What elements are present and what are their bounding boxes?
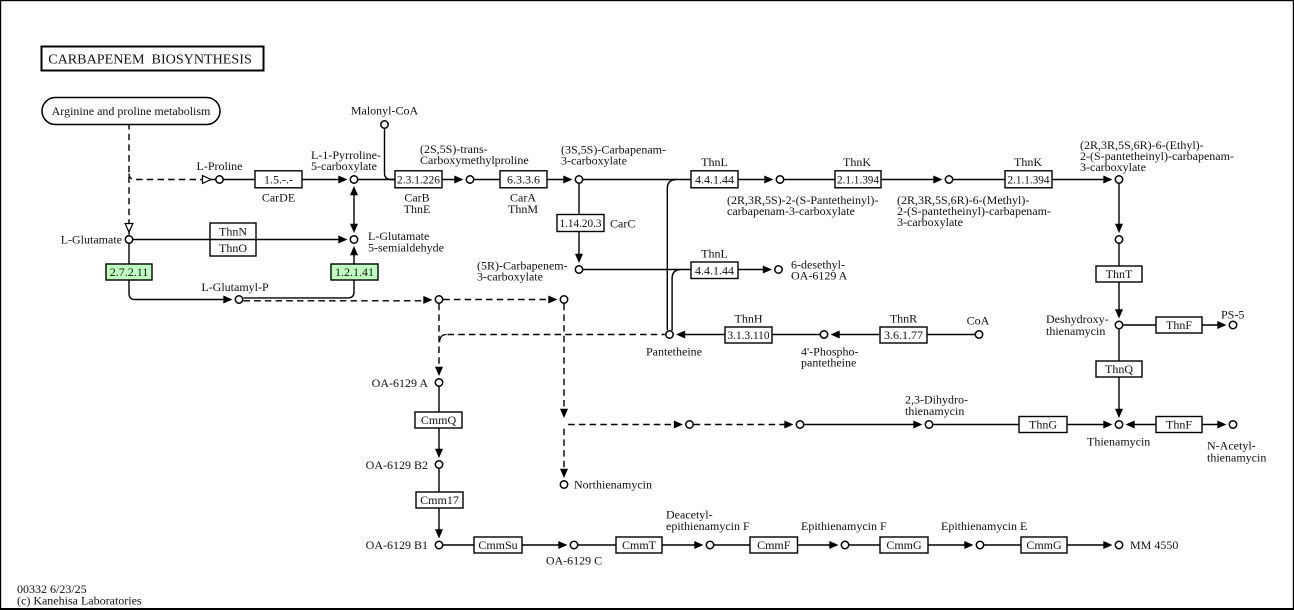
svg-text:CmmSu: CmmSu <box>478 538 517 552</box>
svg-text:Thienamycin: Thienamycin <box>1087 435 1150 449</box>
svg-text:MM 4550: MM 4550 <box>1130 538 1178 552</box>
svg-text:2.1.1.394: 2.1.1.394 <box>1008 172 1050 186</box>
svg-text:6.3.3.6: 6.3.3.6 <box>507 172 540 186</box>
svg-text:Arginine and proline metabolis: Arginine and proline metabolism <box>52 104 211 118</box>
svg-text:CoA: CoA <box>967 314 990 328</box>
svg-text:(3S,5S)-Carbapenam-: (3S,5S)-Carbapenam- <box>561 143 666 157</box>
svg-text:(5R)-Carbapenem-: (5R)-Carbapenem- <box>477 259 568 273</box>
svg-text:4.4.1.44: 4.4.1.44 <box>695 263 734 277</box>
svg-text:2.3.1.226: 2.3.1.226 <box>397 172 440 186</box>
svg-text:ThnR: ThnR <box>890 312 917 326</box>
svg-text:ThnF: ThnF <box>1166 318 1192 332</box>
svg-text:3-carboxylate: 3-carboxylate <box>1080 160 1146 174</box>
svg-text:1.5.-.-: 1.5.-.- <box>264 172 293 186</box>
svg-text:N-Acetyl-: N-Acetyl- <box>1207 439 1256 453</box>
svg-text:2-(S-pantetheinyl)-carbapenam-: 2-(S-pantetheinyl)-carbapenam- <box>1080 149 1234 163</box>
svg-text:OA-6129 A: OA-6129 A <box>372 376 429 390</box>
svg-text:Epithienamycin E: Epithienamycin E <box>941 519 1027 533</box>
svg-text:3-carboxylate: 3-carboxylate <box>897 215 963 229</box>
svg-text:(2S,5S)-trans-: (2S,5S)-trans- <box>420 142 488 156</box>
svg-text:CmmF: CmmF <box>757 538 791 552</box>
svg-text:ThnG: ThnG <box>1029 418 1057 432</box>
svg-text:4.4.1.44: 4.4.1.44 <box>695 172 734 186</box>
svg-text:(2R,3R,5S,6R)-6-(Ethyl)-: (2R,3R,5S,6R)-6-(Ethyl)- <box>1080 138 1204 152</box>
svg-text:2,3-Dihydro-: 2,3-Dihydro- <box>905 393 968 407</box>
svg-text:4'-Phospho-: 4'-Phospho- <box>801 345 859 359</box>
svg-text:ThnK: ThnK <box>1014 155 1042 169</box>
svg-text:OA-6129 C: OA-6129 C <box>546 554 602 568</box>
svg-text:OA-6129 B1: OA-6129 B1 <box>366 538 428 552</box>
svg-text:1.14.20.3: 1.14.20.3 <box>560 216 602 230</box>
svg-text:CarA: CarA <box>510 191 536 205</box>
svg-text:CmmG: CmmG <box>886 538 922 552</box>
svg-text:CmmG: CmmG <box>1026 538 1062 552</box>
svg-text:5-semialdehyde: 5-semialdehyde <box>368 241 444 255</box>
svg-text:Malonyl-CoA: Malonyl-CoA <box>351 104 419 118</box>
svg-text:2.7.2.11: 2.7.2.11 <box>110 265 149 279</box>
svg-text:L-1-Pyrroline-: L-1-Pyrroline- <box>311 148 381 162</box>
svg-text:CarDE: CarDE <box>262 191 295 205</box>
svg-text:3.1.3.110: 3.1.3.110 <box>728 328 770 342</box>
svg-text:Epithienamycin F: Epithienamycin F <box>801 519 887 533</box>
svg-text:ThnM: ThnM <box>508 202 538 216</box>
svg-text:thienamycin: thienamycin <box>905 404 964 418</box>
svg-text:ThnK: ThnK <box>843 155 871 169</box>
svg-text:3-carboxylate: 3-carboxylate <box>561 154 627 168</box>
svg-text:PS-5: PS-5 <box>1221 308 1244 322</box>
svg-text:CarB: CarB <box>404 191 429 205</box>
svg-text:3.6.1.77: 3.6.1.77 <box>884 328 923 342</box>
svg-text:ThnF: ThnF <box>1166 418 1192 432</box>
svg-text:L-Proline: L-Proline <box>197 159 243 173</box>
svg-text:Pantetheine: Pantetheine <box>646 345 702 359</box>
svg-text:thienamycin: thienamycin <box>1207 451 1266 465</box>
svg-text:00332 6/23/25: 00332 6/23/25 <box>17 582 87 596</box>
svg-text:1.2.1.41: 1.2.1.41 <box>335 265 374 279</box>
svg-text:3-carboxylate: 3-carboxylate <box>477 270 543 284</box>
svg-text:(c) Kanehisa Laboratories: (c) Kanehisa Laboratories <box>17 594 142 608</box>
svg-text:L-Glutamyl-P: L-Glutamyl-P <box>201 280 269 294</box>
svg-text:epithienamycin F: epithienamycin F <box>666 519 750 533</box>
svg-text:ThnQ: ThnQ <box>1105 362 1133 376</box>
svg-text:ThnL: ThnL <box>701 247 728 261</box>
svg-text:OA-6129 B2: OA-6129 B2 <box>366 458 428 472</box>
svg-text:5-carboxylate: 5-carboxylate <box>311 159 377 173</box>
svg-text:CmmT: CmmT <box>622 538 657 552</box>
svg-text:L-Glutamate: L-Glutamate <box>368 229 429 243</box>
svg-text:ThnN: ThnN <box>219 225 247 239</box>
svg-text:Carboxymethylproline: Carboxymethylproline <box>420 153 529 167</box>
svg-text:(2R,3R,5S)-2-(S-Pantetheinyl)-: (2R,3R,5S)-2-(S-Pantetheinyl)- <box>727 193 878 207</box>
svg-text:ThnE: ThnE <box>404 202 431 216</box>
svg-text:CARBAPENEM BIOSYNTHESIS: CARBAPENEM BIOSYNTHESIS <box>48 52 252 68</box>
svg-text:ThnT: ThnT <box>1106 267 1133 281</box>
svg-text:(2R,3R,5S,6R)-6-(Methyl)-: (2R,3R,5S,6R)-6-(Methyl)- <box>897 193 1029 207</box>
svg-text:2-(S-pantetheinyl)-carbapenam-: 2-(S-pantetheinyl)-carbapenam- <box>897 204 1051 218</box>
svg-text:ThnL: ThnL <box>701 155 728 169</box>
svg-text:Northienamycin: Northienamycin <box>574 478 652 492</box>
svg-text:ThnH: ThnH <box>735 312 763 326</box>
svg-text:pantetheine: pantetheine <box>801 356 856 370</box>
svg-text:2.1.1.394: 2.1.1.394 <box>837 172 879 186</box>
svg-text:CmmQ: CmmQ <box>421 413 457 427</box>
svg-text:carbapenam-3-carboxylate: carbapenam-3-carboxylate <box>727 204 855 218</box>
svg-text:Cmm17: Cmm17 <box>420 493 459 507</box>
svg-text:OA-6129 A: OA-6129 A <box>791 269 848 283</box>
svg-text:CarC: CarC <box>610 217 635 231</box>
svg-text:Deshydroxy-: Deshydroxy- <box>1046 312 1109 326</box>
svg-text:ThnO: ThnO <box>219 241 247 255</box>
svg-text:thienamycin: thienamycin <box>1046 324 1105 338</box>
svg-text:6-desethyl-: 6-desethyl- <box>791 258 845 272</box>
svg-text:L-Glutamate: L-Glutamate <box>61 233 122 247</box>
svg-text:Deacetyl-: Deacetyl- <box>666 508 713 522</box>
